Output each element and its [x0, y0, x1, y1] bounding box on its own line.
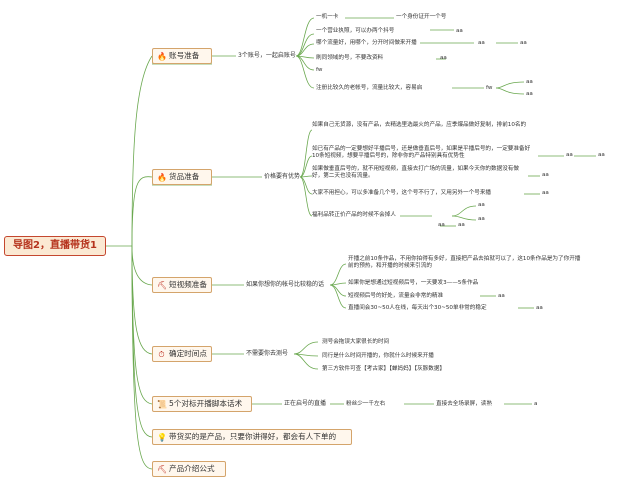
- clock-icon: ⏱: [158, 349, 165, 359]
- node-text: aa: [566, 152, 573, 158]
- script-icon: 📜: [157, 399, 167, 409]
- bulb-icon: 💡: [157, 432, 167, 442]
- node-text: 第三方软件可查【考古家】【蝉妈妈】【灰豚数据】: [322, 366, 446, 372]
- node-text: aa: [440, 55, 447, 61]
- topic-note: 正在启号的直播: [284, 400, 327, 407]
- topic-account-prep[interactable]: 🔥 账号准备: [152, 48, 212, 64]
- node-text: aa: [542, 190, 549, 196]
- topic-note: 不需要你去测号: [246, 350, 289, 357]
- node-text: fw: [316, 67, 323, 73]
- node-text: a: [534, 401, 538, 407]
- topic-label: 产品介绍公式: [169, 464, 215, 473]
- root-topic[interactable]: 导图2，直播带货1: [4, 236, 106, 256]
- node-text: aa: [478, 40, 485, 46]
- node-text: aa: [536, 305, 543, 311]
- topic-note: 如果你想你的帐号比较稳的话: [246, 281, 325, 288]
- node-text: 开播之前10条作品，不用你拍得有多好，直接把产品去拍就可以了，这10条作品是为了…: [348, 256, 581, 269]
- node-text: 如果你是想通过短视频后号，一天要发3——5条作品: [348, 280, 479, 286]
- node-text: 如果自己无货源，没有产品，去精选里选最火的产品，应季爆品做好复制，排前10名的: [312, 122, 527, 128]
- node-text: aa: [458, 222, 465, 228]
- node-text: aa: [526, 91, 533, 97]
- node-text: 刷同领域的号，不要改资料: [316, 55, 384, 61]
- fire-icon: 🔥: [157, 172, 167, 182]
- node-text: aa: [542, 172, 549, 178]
- node-text: aa: [478, 202, 485, 208]
- topic-label: 确定时间点: [169, 349, 207, 358]
- topic-benchmark-scripts[interactable]: 📜 5个对标开播脚本话术: [152, 396, 252, 412]
- topic-set-time[interactable]: ⏱ 确定时间点: [152, 346, 212, 362]
- topic-note: 价格要有优势: [264, 173, 301, 180]
- node-text: 粉丝少一千左右: [346, 401, 386, 407]
- node-text: 一个营业执照，可以办两个抖号: [316, 28, 395, 34]
- node-text: 直接去全场录屏，读熟: [436, 401, 492, 407]
- node-text: aa: [520, 40, 527, 46]
- node-text: 如果做垂直后号的，就不用短视频，直接去打广场的流量，如果今天你的数据没有做好，第…: [312, 166, 519, 179]
- flame-icon: 🔥: [157, 51, 167, 61]
- node-text: 同行是什么时间开播的，你就什么时候来开播: [322, 353, 434, 359]
- pickaxe-icon: ⛏: [157, 464, 168, 474]
- node-text: 大家不用担心，可以多准备几个号，这个号不行了，又用另外一个号来播: [312, 190, 492, 196]
- topic-product-formula[interactable]: ⛏ 产品介绍公式: [152, 461, 226, 477]
- node-text: 一个身份证开一个号: [396, 14, 447, 20]
- topic-label: 5个对标开播脚本话术: [169, 399, 243, 408]
- node-text: aa: [526, 79, 533, 85]
- topic-short-video-prep[interactable]: ⛏ 短视频准备: [152, 277, 212, 293]
- node-text: fw: [486, 85, 493, 91]
- node-text: 注册比较久的老帐号，流量比较大，容易启: [316, 85, 423, 91]
- node-text: 一机一卡: [316, 14, 339, 20]
- topic-label: 账号准备: [169, 51, 200, 60]
- node-text: aa: [598, 152, 605, 158]
- node-text: 如已有产品的一定要想好平播后号，还是做垂直后号，如果是平播后号的，一定要准备好1…: [312, 146, 531, 159]
- topic-goods-prep[interactable]: 🔥 货品准备: [152, 169, 212, 185]
- node-text: aa: [456, 28, 463, 34]
- node-text: 直播间会30~50人在线，每天出个30~50单非常的稳定: [348, 305, 487, 311]
- node-text: 短视频后号的好处，流量会非常的精准: [348, 293, 444, 299]
- node-text: 哪个流量好，用哪个，分开时间做来开播: [316, 40, 417, 46]
- node-text: aa: [438, 222, 445, 228]
- node-text: 测号会拖误大家很长的时间: [322, 339, 390, 345]
- topic-sell-product[interactable]: 💡 带货买的是产品，只要你讲得好，都会有人下单的: [152, 429, 352, 445]
- topic-label: 货品准备: [169, 172, 200, 181]
- topic-note: 3个账号，一起启账号: [238, 52, 296, 59]
- pickaxe-icon: ⛏: [157, 280, 168, 290]
- node-text: aa: [498, 293, 505, 299]
- node-text: 福利品转正价产品的时候不会掉人: [312, 212, 396, 218]
- topic-label: 短视频准备: [169, 280, 207, 289]
- topic-label: 带货买的是产品，只要你讲得好，都会有人下单的: [169, 432, 337, 441]
- node-text: aa: [478, 216, 485, 222]
